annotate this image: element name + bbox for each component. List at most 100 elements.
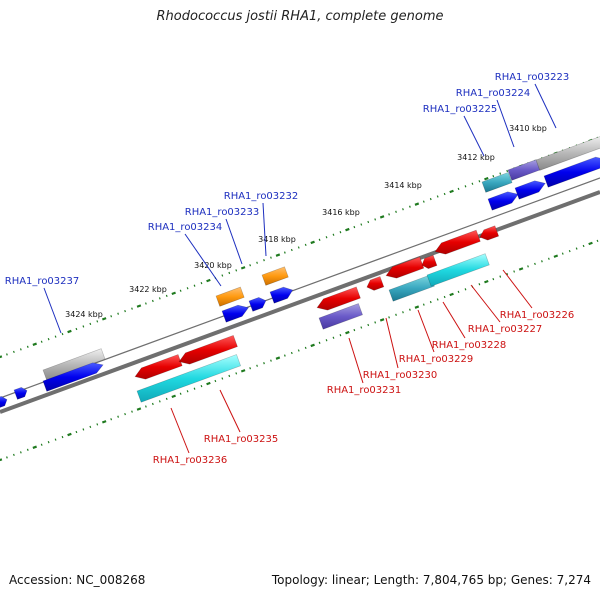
tick-mark	[414, 305, 420, 309]
kbp-label: 3420 kbp	[194, 261, 232, 270]
gene-arrow-red	[316, 286, 361, 311]
gene-arrow-blue	[13, 386, 28, 400]
gene-label-forward[interactable]: RHA1_ro03225	[423, 104, 498, 115]
gene-block-cyan	[136, 354, 242, 403]
gene-block-orange	[261, 266, 289, 286]
gene-arrow-red	[434, 229, 481, 255]
tick-mark	[310, 343, 315, 348]
tick-mark	[588, 241, 593, 246]
tick-mark	[310, 240, 315, 245]
tick-mark	[32, 342, 37, 346]
gene-label-reverse[interactable]: RHA1_ro03231	[327, 385, 402, 396]
gene-features	[0, 136, 600, 408]
gene-callouts: RHA1_ro03223RHA1_ro03224RHA1_ro03225RHA1…	[5, 72, 575, 466]
tick-mark	[136, 304, 142, 308]
backbone-line-thin	[0, 177, 600, 399]
tick-mark	[206, 278, 211, 283]
callout-leader	[219, 389, 241, 433]
tick-mark	[171, 291, 176, 296]
tick-mark	[67, 432, 72, 437]
gene-label-reverse[interactable]: RHA1_ro03227	[468, 324, 543, 335]
kbp-label: 3422 kbp	[129, 285, 167, 294]
tick-mark	[32, 445, 37, 449]
tick-mark	[379, 215, 385, 219]
kbp-label: 3416 kbp	[322, 208, 360, 217]
accession-label: Accession: NC_008268	[9, 573, 146, 587]
gene-arrow-red	[366, 276, 385, 291]
gene-label-forward[interactable]: RHA1_ro03237	[5, 276, 80, 287]
genome-title: Rhodococcus jostii RHA1, complete genome	[156, 9, 444, 24]
callout-leader	[348, 337, 364, 384]
genome-backbone	[0, 177, 600, 414]
gene-label-forward[interactable]: RHA1_ro03233	[185, 207, 260, 218]
gene-arrow-red	[385, 256, 425, 279]
gene-arrow-blue	[221, 304, 249, 323]
callout-leader	[470, 284, 501, 323]
tick-mark	[171, 394, 176, 399]
callout-leader	[225, 218, 243, 265]
tick-mark	[449, 189, 454, 194]
gene-block-grey	[42, 348, 106, 381]
gene-arrow-blue	[487, 191, 519, 211]
tick-mark	[0, 355, 3, 359]
kbp-label: 3412 kbp	[457, 153, 495, 162]
gene-block-cyan	[426, 253, 490, 287]
gene-arrow-red	[421, 254, 438, 269]
tick-mark	[414, 202, 420, 206]
tick-mark	[275, 253, 281, 257]
gene-label-reverse[interactable]: RHA1_ro03226	[500, 310, 575, 321]
tick-mark	[484, 176, 489, 181]
tick-mark	[67, 329, 72, 334]
gene-arrow-red	[178, 334, 238, 365]
callout-leader	[417, 309, 435, 353]
gene-arrow-red	[134, 354, 183, 380]
topology-label: Topology: linear; Length: 7,804,765 bp; …	[271, 573, 591, 587]
callout-leader	[43, 287, 62, 334]
tick-mark	[101, 420, 107, 424]
gene-arrow-blue	[42, 362, 104, 392]
gene-label-forward[interactable]: RHA1_ro03232	[224, 191, 299, 202]
callout-leader	[496, 99, 515, 148]
tick-mark	[345, 227, 350, 232]
callout-leader	[534, 83, 557, 129]
gene-arrow-blue	[269, 286, 294, 304]
lower-tick-track	[0, 239, 599, 462]
tick-mark	[379, 318, 385, 322]
tick-mark	[101, 317, 107, 321]
gene-arrow-blue	[248, 297, 267, 312]
tick-mark	[240, 266, 246, 270]
tick-mark	[449, 292, 454, 297]
gene-block-grey	[535, 136, 600, 171]
callout-leader	[385, 317, 399, 369]
gene-label-reverse[interactable]: RHA1_ro03230	[363, 370, 438, 381]
gene-block-orange	[215, 286, 245, 307]
callout-leader	[262, 202, 267, 257]
gene-label-reverse[interactable]: RHA1_ro03235	[204, 434, 279, 445]
gene-block-teal	[481, 171, 513, 193]
gene-label-reverse[interactable]: RHA1_ro03229	[399, 354, 474, 365]
tick-mark	[345, 330, 350, 335]
gene-arrow-blue	[543, 156, 600, 188]
tick-mark	[553, 254, 559, 258]
gene-arrow-red	[479, 225, 500, 241]
tick-mark	[0, 458, 3, 462]
tick-mark	[240, 369, 246, 373]
callout-leader	[442, 301, 466, 339]
gene-label-forward[interactable]: RHA1_ro03234	[148, 222, 223, 233]
callout-leader	[184, 233, 222, 287]
kbp-label: 3424 kbp	[65, 310, 103, 319]
gene-block-purple	[507, 159, 541, 181]
tick-mark	[484, 279, 489, 284]
gene-block-cyan	[388, 274, 435, 302]
gene-arrow-blue	[514, 180, 546, 200]
gene-label-reverse[interactable]: RHA1_ro03228	[432, 340, 507, 351]
gene-label-forward[interactable]: RHA1_ro03223	[495, 72, 570, 83]
callout-leader	[463, 115, 485, 157]
tick-mark	[136, 407, 142, 411]
tick-mark	[275, 356, 281, 360]
gene-label-forward[interactable]: RHA1_ro03224	[456, 88, 531, 99]
kbp-label: 3414 kbp	[384, 181, 422, 190]
gene-label-reverse[interactable]: RHA1_ro03236	[153, 455, 228, 466]
callout-leader	[170, 407, 190, 454]
